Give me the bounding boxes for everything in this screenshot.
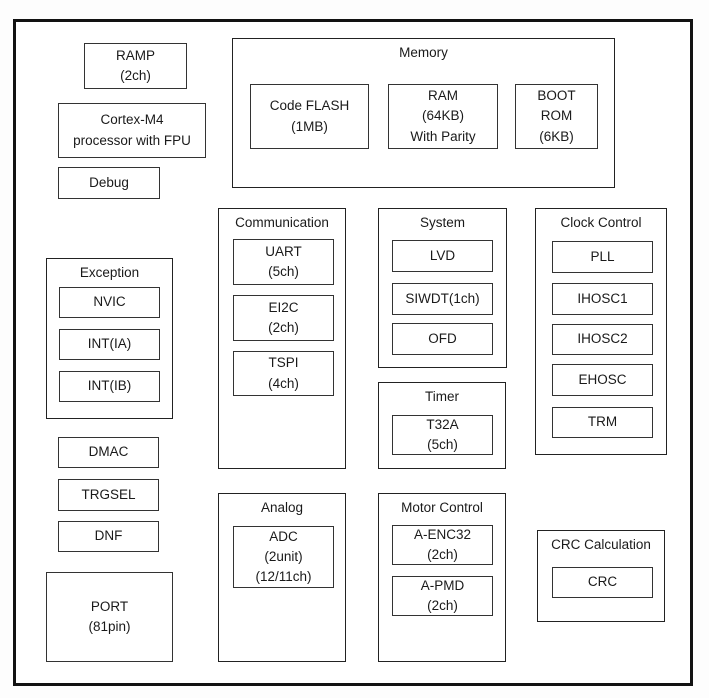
block-ramp: RAMP (2ch) — [84, 43, 187, 89]
block-debug: Debug — [58, 167, 160, 199]
block-boot-rom: BOOT ROM (6KB) — [515, 84, 598, 149]
group-clock-control: Clock Control PLL IHOSC1 IHOSC2 EHOSC TR… — [535, 208, 667, 455]
block-port: PORT (81pin) — [46, 572, 173, 662]
label-line: NVIC — [93, 294, 126, 310]
label-line: (5ch) — [268, 264, 299, 279]
group-title: CRC Calculation — [551, 537, 651, 552]
label-line: processor with FPU — [73, 132, 191, 148]
group-communication: Communication UART (5ch) EI2C (2ch) TSPI… — [218, 208, 346, 469]
group-title: Clock Control — [560, 215, 642, 230]
group-title: Communication — [235, 215, 329, 230]
group-crc-calculation: CRC Calculation CRC — [537, 530, 665, 622]
label-line: PLL — [590, 248, 615, 264]
label-line: IHOSC1 — [577, 290, 628, 306]
label-line: RAMP — [115, 47, 155, 63]
label-line: CRC — [587, 574, 618, 590]
group-exception: Exception NVIC INT(IA) INT(IB) — [46, 258, 173, 419]
block-ihosc2: IHOSC2 — [552, 324, 653, 355]
block-adc: ADC (2unit) (12/11ch) — [233, 526, 334, 588]
block-t32a: T32A (5ch) — [392, 415, 493, 455]
block-ehosc: EHOSC — [552, 364, 653, 396]
group-system: System LVD SIWDT(1ch) OFD — [378, 208, 507, 368]
label-line: DMAC — [88, 444, 129, 460]
label-line: (64KB) — [421, 108, 465, 124]
group-memory: Memory Code FLASH (1MB) RAM (64KB) With … — [232, 38, 615, 188]
label-line: RAM — [428, 88, 458, 104]
block-dnf: DNF — [58, 521, 159, 552]
label-line: (1MB) — [291, 118, 328, 134]
label-line: Debug — [89, 174, 129, 190]
label-line: EI2C — [268, 299, 299, 315]
block-dmac: DMAC — [58, 437, 159, 468]
group-analog: Analog ADC (2unit) (12/11ch) — [218, 493, 346, 662]
label-line: BOOT — [537, 88, 576, 104]
group-title: Exception — [79, 265, 140, 280]
block-ei2c: EI2C (2ch) — [233, 295, 334, 341]
group-title: Analog — [260, 500, 304, 515]
block-lvd: LVD — [392, 240, 493, 272]
block-pll: PLL — [552, 241, 653, 273]
block-ofd: OFD — [392, 323, 493, 355]
label-line: TRGSEL — [81, 486, 136, 502]
label-line: SIWDT(1ch) — [405, 290, 480, 306]
label-line: Code FLASH — [269, 98, 350, 114]
label-line: EHOSC — [578, 371, 627, 387]
label-line: (2ch) — [427, 598, 458, 613]
block-cortex-m4: Cortex-M4 processor with FPU — [58, 103, 206, 158]
label-line: A-PMD — [420, 577, 465, 593]
block-int-ib: INT(IB) — [59, 371, 160, 402]
label-line: With Parity — [410, 128, 476, 144]
label-line: (2ch) — [427, 547, 458, 562]
block-ihosc1: IHOSC1 — [552, 283, 653, 315]
label-line: (81pin) — [88, 619, 131, 634]
block-siwdt: SIWDT(1ch) — [392, 283, 493, 315]
group-timer: Timer T32A (5ch) — [378, 382, 506, 469]
label-line: (6KB) — [539, 128, 574, 144]
label-line: (2ch) — [268, 320, 299, 335]
block-nvic: NVIC — [59, 287, 160, 318]
block-code-flash: Code FLASH (1MB) — [250, 84, 369, 149]
block-trm: TRM — [552, 407, 653, 438]
block-ram: RAM (64KB) With Parity — [388, 84, 498, 149]
label-line: (2ch) — [120, 68, 151, 83]
label-line: UART — [265, 243, 302, 259]
label-line: OFD — [428, 330, 457, 346]
block-trgsel: TRGSEL — [58, 479, 159, 511]
label-line: TRM — [587, 414, 618, 430]
label-line: (2unit) — [264, 548, 303, 564]
label-line: T32A — [426, 416, 459, 432]
label-line: IHOSC2 — [577, 331, 628, 347]
label-line: (5ch) — [427, 437, 458, 452]
block-int-ia: INT(IA) — [59, 329, 160, 360]
label-line: Cortex-M4 — [100, 112, 164, 128]
label-line: (4ch) — [268, 375, 299, 391]
block-a-pmd: A-PMD (2ch) — [392, 576, 493, 616]
label-line: ROM — [540, 108, 573, 124]
block-tspi: TSPI (4ch) — [233, 351, 334, 396]
label-line: ADC — [269, 528, 298, 544]
label-line: A-ENC32 — [413, 526, 472, 542]
label-line: TSPI — [268, 355, 299, 371]
group-title: System — [419, 215, 465, 230]
group-title: Motor Control — [401, 500, 483, 515]
group-title: Memory — [399, 45, 448, 60]
label-line: LVD — [429, 247, 456, 263]
label-line: DNF — [94, 528, 123, 544]
label-line: INT(IB) — [87, 378, 132, 394]
label-line: INT(IA) — [87, 336, 132, 352]
block-uart: UART (5ch) — [233, 239, 334, 285]
block-a-enc32: A-ENC32 (2ch) — [392, 525, 493, 565]
label-line: (12/11ch) — [255, 569, 312, 585]
block-crc: CRC — [552, 567, 653, 598]
label-line: PORT — [90, 598, 129, 614]
group-title: Timer — [425, 389, 459, 404]
group-motor-control: Motor Control A-ENC32 (2ch) A-PMD (2ch) — [378, 493, 506, 662]
